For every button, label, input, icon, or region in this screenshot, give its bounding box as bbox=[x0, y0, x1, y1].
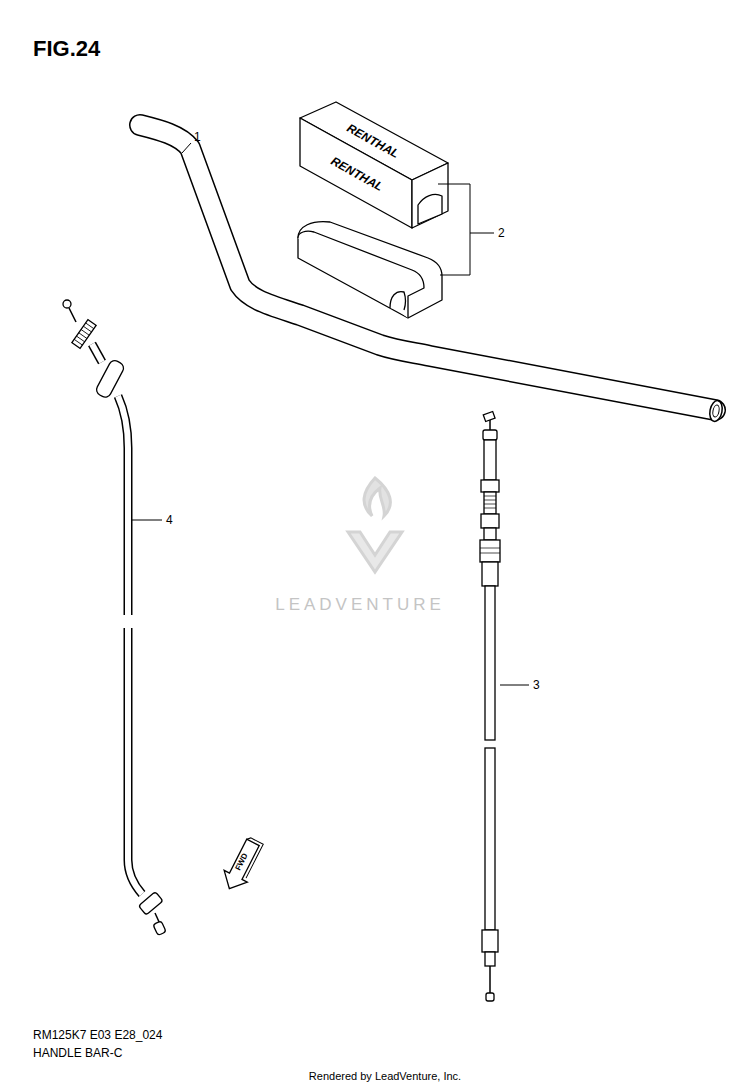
cable-left bbox=[63, 300, 166, 936]
watermark-logo bbox=[348, 478, 402, 572]
figure-name-text: HANDLE BAR-C bbox=[33, 1046, 122, 1060]
model-code-text: RM125K7 E03 E28_024 bbox=[33, 1028, 162, 1042]
bar-pad-foam bbox=[298, 222, 442, 318]
callout-number: 1 bbox=[194, 131, 201, 143]
figure-name: HANDLE BAR-C bbox=[33, 1047, 122, 1059]
leader-line bbox=[132, 520, 162, 521]
leader-line bbox=[182, 143, 191, 153]
callout-number-text: 4 bbox=[166, 513, 173, 527]
fwd-arrow bbox=[218, 834, 266, 895]
bar-pad-cover bbox=[300, 102, 448, 228]
callout-number-text: 2 bbox=[498, 226, 505, 240]
cable-right bbox=[480, 411, 500, 1001]
callout-number: 4 bbox=[166, 514, 173, 526]
figure-title-text: FIG.24 bbox=[33, 36, 100, 61]
watermark: LEADVENTURE bbox=[275, 596, 445, 613]
figure-title: FIG.24 bbox=[33, 38, 100, 60]
callout-number: 2 bbox=[498, 227, 505, 239]
model-code: RM125K7 E03 E28_024 bbox=[33, 1029, 162, 1041]
watermark-text: LEADVENTURE bbox=[275, 595, 445, 614]
bracket bbox=[438, 184, 470, 275]
callout-number: 3 bbox=[533, 679, 540, 691]
leader-line bbox=[500, 685, 529, 686]
render-credit-text: Rendered by LeadVenture, Inc. bbox=[309, 1070, 461, 1082]
leader-line bbox=[470, 233, 494, 234]
callout-number-text: 3 bbox=[533, 678, 540, 692]
leader-lines bbox=[132, 143, 529, 685]
callout-number-text: 1 bbox=[194, 130, 201, 144]
render-credit: Rendered by LeadVenture, Inc. bbox=[309, 1071, 461, 1082]
